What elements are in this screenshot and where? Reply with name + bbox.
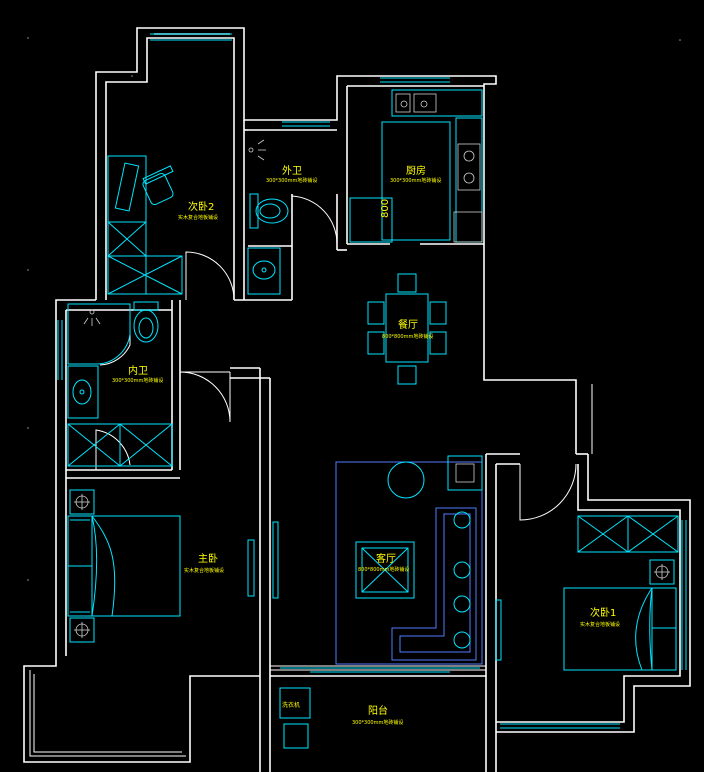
room-label-guest-bath: 外卫 [282,165,302,177]
ensuite-fixtures [67,301,173,467]
fridge-label: 800 [380,199,391,218]
room-note-living: 800*800mm地砖铺设 [358,566,409,573]
room-note-ensuite: 300*300mm地砖铺设 [112,377,163,384]
room-note-kitchen: 300*300mm地砖铺设 [390,177,441,184]
room-label-balcony: 阳台 [368,704,388,717]
room-label-dining: 餐厅 [398,318,418,331]
room-label-bedroom2: 次卧2 [188,200,214,213]
room-label-bedroom1: 次卧1 [590,606,616,619]
balcony-fixtures: 洗衣机 [279,687,311,749]
guest-bath-fixtures [247,139,289,295]
grid-dots [27,37,681,581]
room-note-bedroom1: 实木复合地板铺设 [580,621,620,628]
room-note-bedroom2: 实木复合地板铺设 [178,214,218,221]
bedroom2-furniture [107,155,183,295]
room-label-master: 主卧 [198,552,218,565]
living-set [335,455,483,665]
room-note-dining: 800*800mm地砖铺设 [382,333,433,340]
room-label-ensuite: 内卫 [128,364,148,377]
dining-set [367,273,447,385]
walls [23,27,691,772]
kitchen-fixtures: 800 [349,89,483,243]
room-note-master: 实木复合地板铺设 [184,567,224,574]
room-note-balcony: 300*300mm地砖铺设 [352,719,403,726]
room-label-kitchen: 厨房 [406,164,426,177]
bedroom1-set [563,515,679,671]
washer-label: 洗衣机 [282,701,300,709]
room-note-guest-bath: 300*300mm地砖铺设 [266,177,317,184]
room-label-living: 客厅 [376,552,396,565]
room-labels: 次卧2 实木复合地板铺设 外卫 300*300mm地砖铺设 厨房 300*300… [112,164,620,726]
doors [57,33,687,729]
master-bed [67,489,181,643]
